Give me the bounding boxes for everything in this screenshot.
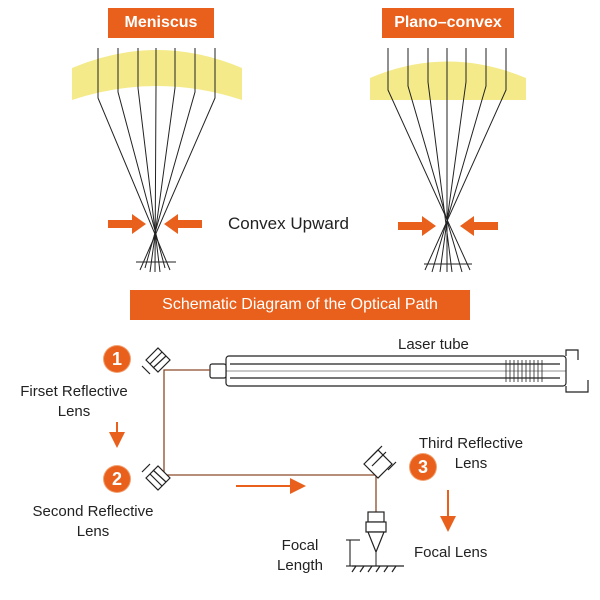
laser-tube-label: Laser tube (398, 336, 469, 353)
first-reflective-lens-line1: Firset Reflective (20, 383, 128, 400)
third-reflective-lens-line2: Lens (454, 455, 488, 472)
work-surface (351, 565, 404, 573)
focal-length-bracket (346, 539, 360, 567)
second-reflective-lens-line1: Second Reflective (32, 503, 154, 520)
first-reflective-lens-label: Firset Reflective Lens (4, 382, 144, 422)
schematic-title: Schematic Diagram of the Optical Path (130, 290, 470, 320)
beam-path (163, 369, 377, 530)
meniscus-arrows (108, 214, 202, 234)
third-reflective-mirror (363, 445, 397, 479)
meniscus-label: Meniscus (108, 8, 214, 38)
focal-length-line1: Focal (281, 537, 319, 554)
laser-tube-coil (505, 360, 543, 382)
laser-tube (209, 349, 589, 393)
meniscus-lens (72, 50, 242, 100)
second-reflective-lens-line2: Lens (76, 523, 110, 540)
step-3-badge: 3 (410, 454, 436, 480)
second-reflective-mirror (141, 463, 171, 491)
focal-length-label: Focal Length (268, 536, 332, 576)
first-reflective-lens-line2: Lens (57, 403, 91, 420)
focal-lens-head (365, 511, 387, 566)
step-1-badge: 1 (104, 346, 130, 372)
planoconvex-label: Plano–convex (382, 8, 514, 38)
third-reflective-lens-label: Third Reflective Lens (406, 434, 536, 474)
third-reflective-lens-line1: Third Reflective (418, 435, 524, 452)
planoconvex-rays (387, 48, 507, 273)
planoconvex-lens (370, 61, 526, 100)
second-reflective-lens-label: Second Reflective Lens (18, 502, 168, 542)
planoconvex-arrows (398, 216, 498, 236)
convex-upward-label: Convex Upward (228, 214, 349, 233)
first-reflective-mirror (141, 347, 171, 375)
step-2-badge: 2 (104, 466, 130, 492)
focal-lens-label: Focal Lens (414, 544, 488, 561)
focal-length-line2: Length (277, 557, 323, 574)
meniscus-rays (97, 48, 216, 273)
